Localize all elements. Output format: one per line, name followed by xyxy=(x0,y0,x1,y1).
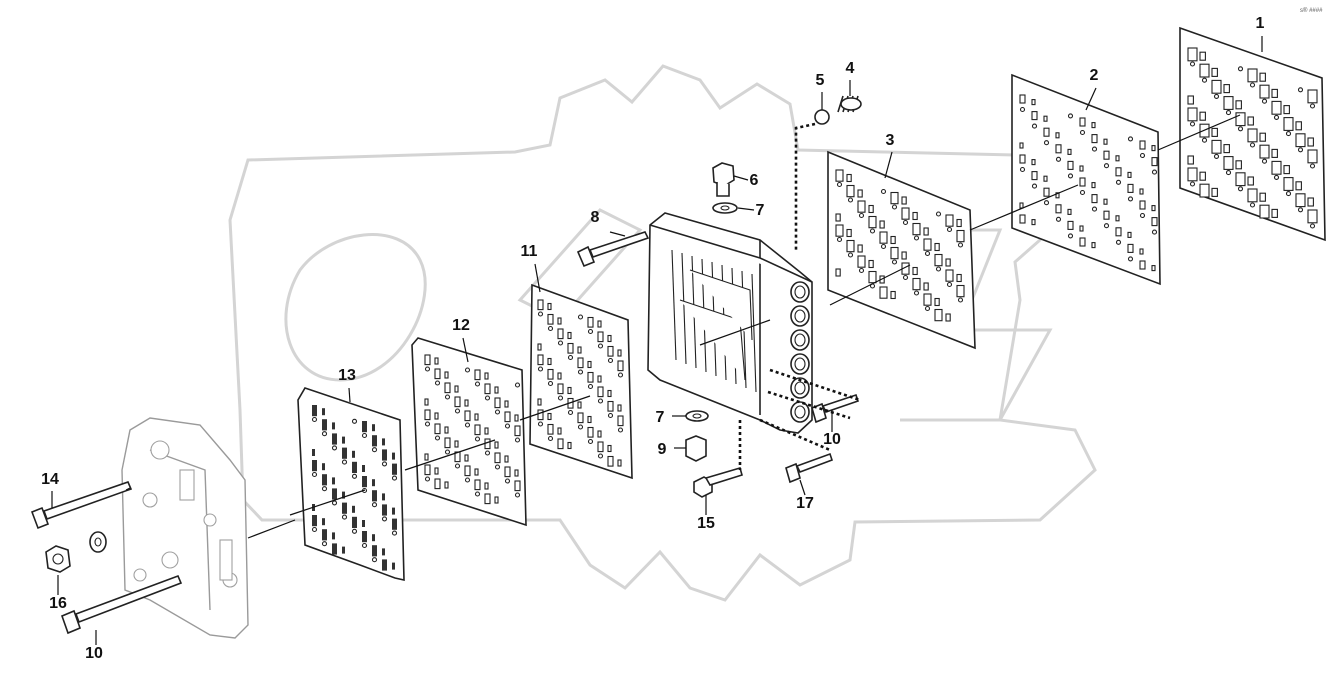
corner-mark: s® #### xyxy=(1300,7,1323,14)
callout-c10a: 10 xyxy=(823,431,841,448)
callout-c7b: 7 xyxy=(656,409,665,426)
valve-housing-left xyxy=(121,417,249,639)
leader-lines xyxy=(51,36,1263,645)
washer-7-top-icon xyxy=(712,202,738,214)
main-valve-body xyxy=(647,212,813,434)
callout-c11: 11 xyxy=(521,243,538,260)
callout-c16: 16 xyxy=(49,595,67,612)
plug-6-icon xyxy=(712,162,735,197)
callout-c8: 8 xyxy=(591,209,600,226)
gasket-plate-11 xyxy=(529,283,633,480)
bolt-10-left-icon xyxy=(60,574,183,635)
watermark-logo xyxy=(228,64,1097,602)
callout-c2: 2 xyxy=(1090,67,1099,84)
bolt-17-icon xyxy=(785,452,834,484)
callout-c3: 3 xyxy=(886,132,895,149)
callout-c10b: 10 xyxy=(85,645,103,662)
callout-c6: 6 xyxy=(750,172,759,189)
callout-c15: 15 xyxy=(697,515,715,532)
bolt-15-icon xyxy=(693,467,743,498)
callout-c5: 5 xyxy=(816,72,825,89)
nut-16-icon xyxy=(45,531,107,573)
gasket-plate-3 xyxy=(827,150,976,350)
washer-7-bottom-icon xyxy=(685,410,709,422)
cover-plate-1 xyxy=(1179,26,1326,242)
callout-c14: 14 xyxy=(41,471,59,488)
callout-c1: 1 xyxy=(1256,15,1265,32)
bolt-8-icon xyxy=(576,231,650,268)
callout-c17: 17 xyxy=(796,495,814,512)
spring-4-icon xyxy=(837,95,862,113)
assembly-dashed-lines xyxy=(738,122,861,470)
callout-c7a: 7 xyxy=(756,202,765,219)
callout-c12: 12 xyxy=(452,317,470,334)
callout-c4: 4 xyxy=(846,60,855,77)
bolt-14-icon xyxy=(30,481,133,530)
separator-plate-2 xyxy=(1011,73,1161,286)
plug-9-icon xyxy=(685,435,707,462)
gasket-plate-12 xyxy=(411,337,527,527)
separator-plate-13 xyxy=(297,387,405,582)
bolt-10-right-icon xyxy=(811,393,860,424)
ball-5-icon xyxy=(814,109,830,125)
callout-c9: 9 xyxy=(658,441,667,458)
callout-c13: 13 xyxy=(338,367,356,384)
